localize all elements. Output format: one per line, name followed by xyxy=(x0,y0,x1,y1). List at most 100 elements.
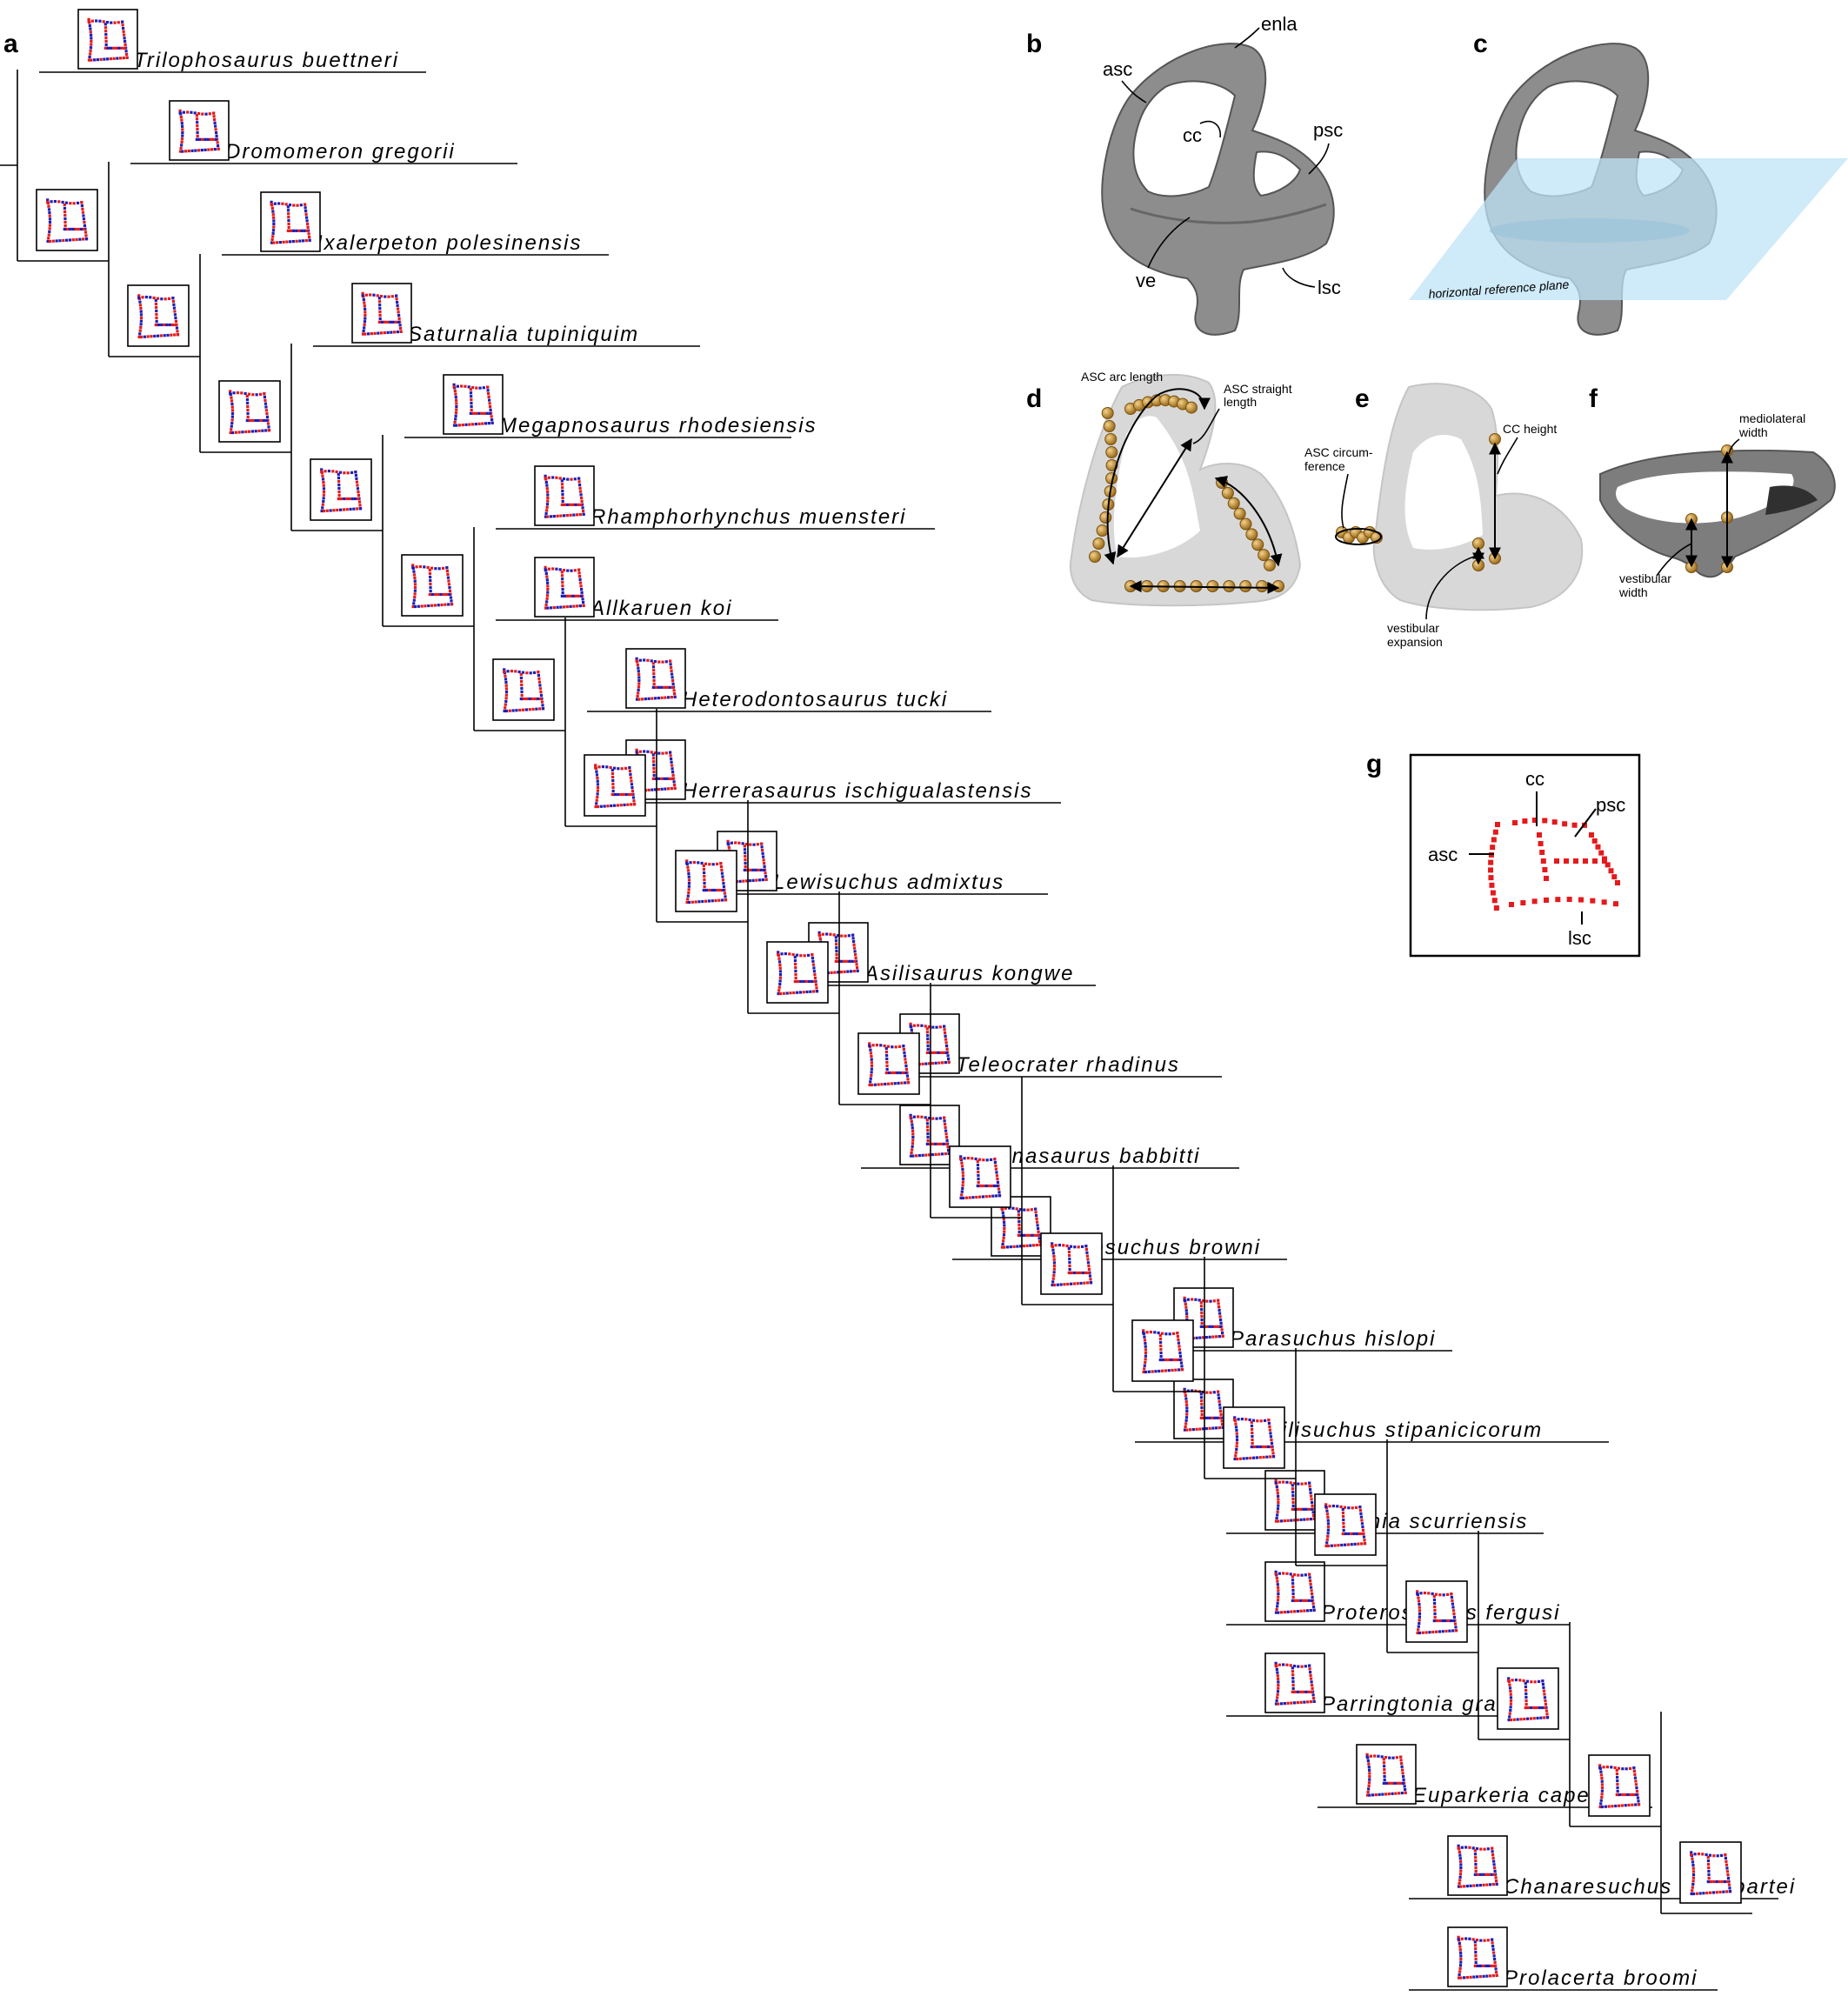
landmark-dot xyxy=(893,1082,897,1085)
landmark-dot xyxy=(1208,1426,1211,1430)
landmark-dot xyxy=(627,792,631,797)
landmark-dot xyxy=(1176,1332,1179,1335)
landmark-dot xyxy=(350,471,354,474)
landmark-dot xyxy=(1311,1595,1314,1599)
landmark-dot xyxy=(1492,1951,1496,1954)
landmark-dot xyxy=(271,229,276,232)
landmark-ball xyxy=(1239,580,1252,592)
landmark-dot xyxy=(897,1081,900,1085)
landmark-dot xyxy=(119,57,123,60)
landmark-dot xyxy=(1493,1958,1497,1961)
landmark-dot xyxy=(264,405,268,409)
landmark-dot xyxy=(577,568,581,571)
landmark-dot xyxy=(896,1071,899,1075)
landmark-dot xyxy=(762,855,765,858)
landmark-dot xyxy=(1384,1781,1389,1785)
landmark-dot xyxy=(1360,1519,1364,1522)
landmark-dot xyxy=(1235,1428,1238,1432)
landmark-dot xyxy=(839,971,843,974)
landmark-dot xyxy=(596,792,599,796)
landmark-dot xyxy=(1277,1595,1280,1599)
landmark-dot xyxy=(544,511,548,516)
landmark-dot xyxy=(504,687,509,691)
landmark-dot xyxy=(1003,1230,1006,1233)
landmark-dot xyxy=(1451,1629,1455,1632)
landmark-dot xyxy=(1312,1514,1316,1518)
landmark-dot xyxy=(961,1186,964,1191)
landmark-dot xyxy=(322,484,325,487)
landmark-dot xyxy=(1240,1417,1244,1421)
landmark-dot xyxy=(909,1113,912,1117)
landmark-dot xyxy=(287,222,290,226)
landmark-dot xyxy=(1458,1879,1462,1882)
landmark-dot xyxy=(704,862,708,865)
landmark-dot xyxy=(1085,1251,1089,1254)
landmark-dot xyxy=(1158,1337,1163,1341)
landmark-dot xyxy=(75,237,78,242)
landmark-dot xyxy=(384,295,387,298)
landmark-dot xyxy=(663,685,666,689)
landmark-dot xyxy=(1417,1599,1421,1603)
landmark-dot xyxy=(1291,1588,1295,1592)
landmark-dot xyxy=(628,769,632,773)
landmark-dot xyxy=(1600,1793,1604,1796)
landmark-dot xyxy=(241,431,244,434)
landmark-dot xyxy=(487,395,490,398)
landmark-dot xyxy=(546,493,550,497)
taxon-label: Allkaruen koi xyxy=(589,597,732,620)
landmark-dot xyxy=(504,699,508,704)
landmark-dot xyxy=(630,786,634,790)
landmark-dot xyxy=(1270,1441,1274,1445)
landmark-dot xyxy=(1158,1369,1161,1373)
landmark-dot xyxy=(546,581,550,584)
landmark-dot xyxy=(1291,1487,1295,1491)
landmark-dot xyxy=(777,960,782,964)
landmark-dot xyxy=(1059,1283,1063,1286)
landmark-dot xyxy=(1434,1630,1438,1633)
landmark-dot xyxy=(153,334,157,338)
landmark-dot xyxy=(722,882,725,885)
panel-b-letter: b xyxy=(1026,30,1042,58)
landmark-dot xyxy=(210,148,214,151)
landmark-dot xyxy=(1234,1454,1238,1458)
landmark-dot xyxy=(1177,1341,1181,1345)
shape-glyph xyxy=(1598,1764,1641,1809)
landmark-dot xyxy=(307,232,310,236)
landmark-dot xyxy=(1691,1876,1695,1879)
landmark-dot xyxy=(1282,1663,1285,1666)
landmark-dot xyxy=(1277,1504,1280,1507)
landmark-dot xyxy=(453,389,457,393)
landmark-dot xyxy=(636,663,639,667)
landmark-dot xyxy=(367,332,370,336)
landmark-dot xyxy=(690,900,694,904)
landmark-dot xyxy=(1416,1590,1419,1593)
landmark-dot xyxy=(555,476,558,479)
landmark-dot xyxy=(812,990,816,993)
panel-d-arrows xyxy=(1104,388,1283,594)
landmark-dot xyxy=(1025,1244,1029,1247)
landmark-dot xyxy=(157,323,161,327)
landmark-dot xyxy=(1522,818,1528,825)
landmark-dot xyxy=(560,571,564,574)
landmark-dot xyxy=(1367,1787,1371,1791)
landmark-ball xyxy=(1489,433,1501,445)
landmark-dot xyxy=(1216,1325,1219,1328)
landmark-dot xyxy=(452,385,456,389)
landmark-dot xyxy=(1633,1773,1637,1776)
landmark-dot xyxy=(424,604,427,608)
landmark-ball xyxy=(1103,420,1116,432)
landmark-dot xyxy=(395,294,398,297)
landmark-dot xyxy=(794,962,797,966)
landmark-dot xyxy=(937,1061,941,1065)
landmark-dot xyxy=(601,764,605,769)
landmark-dot xyxy=(581,506,584,510)
landmark-dot xyxy=(536,697,540,701)
landmark-dot xyxy=(938,1025,942,1029)
landmark-dot xyxy=(1492,1964,1496,1967)
landmark-dot xyxy=(755,878,758,882)
landmark-dot xyxy=(1068,1267,1071,1272)
landmark-dot xyxy=(449,596,453,599)
landmark-dot xyxy=(803,954,806,958)
shape-glyph xyxy=(1324,1503,1367,1548)
landmark-dot xyxy=(1191,1428,1195,1432)
